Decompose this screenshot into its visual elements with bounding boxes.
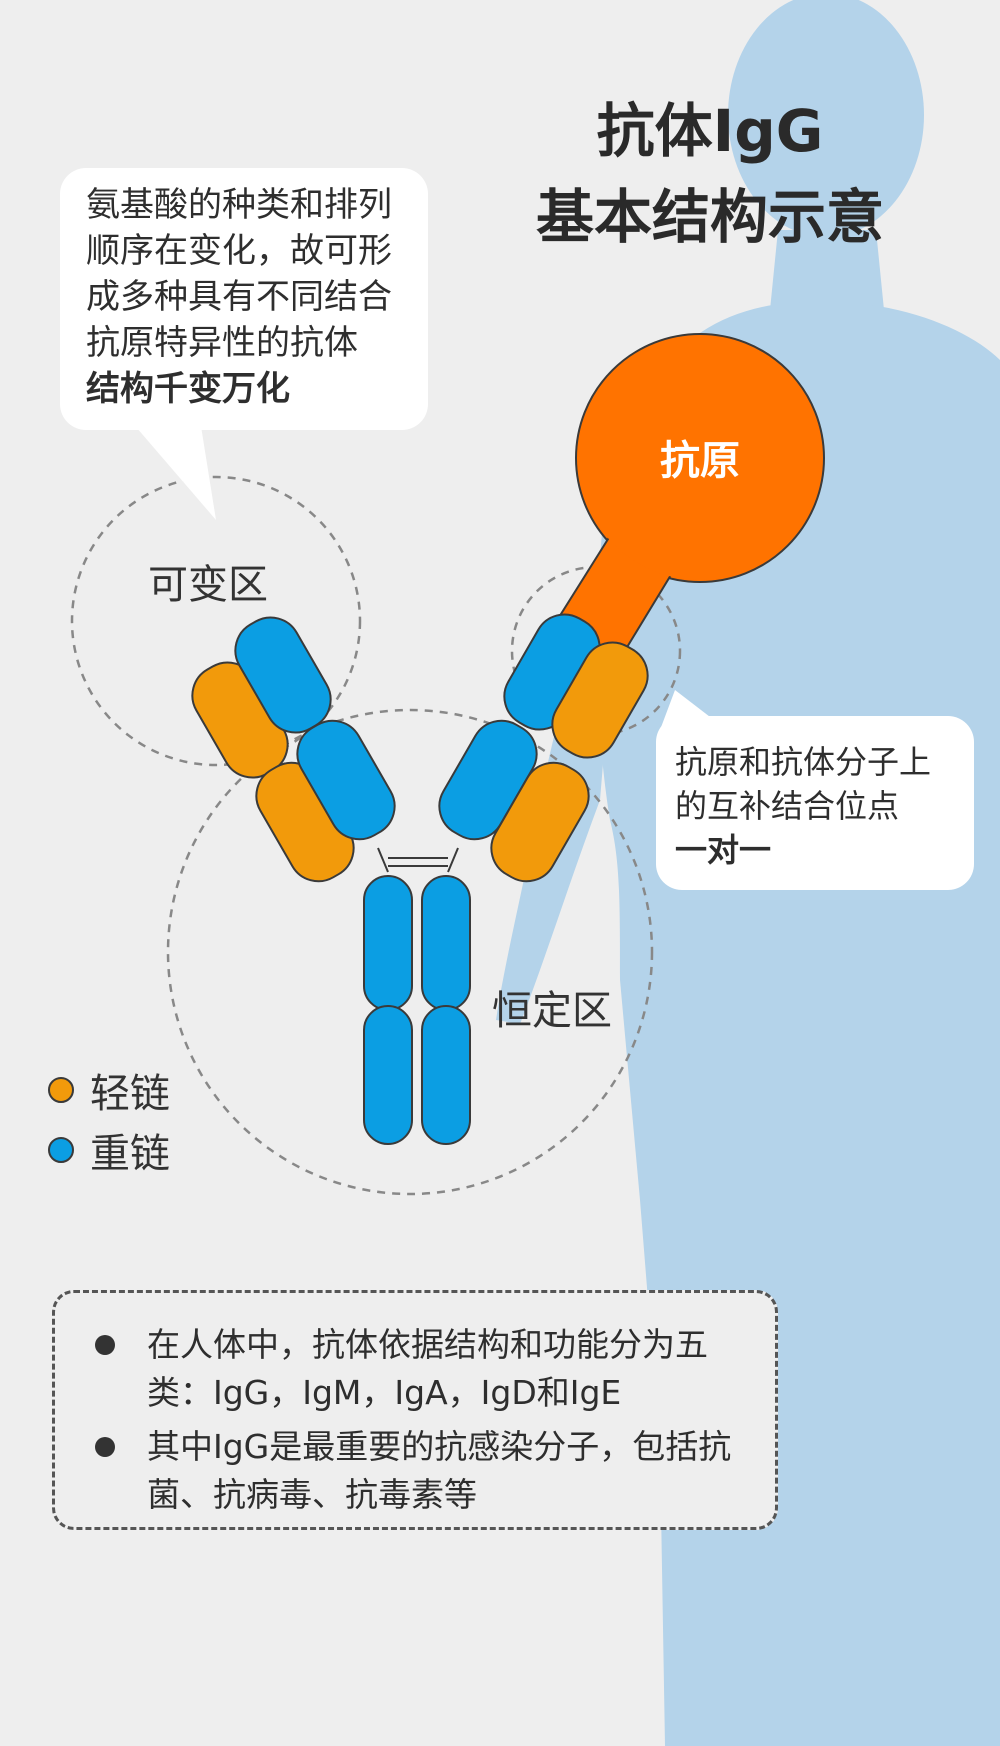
antigen-patch <box>578 336 822 580</box>
legend-label: 重链 <box>90 1131 170 1177</box>
callout-right-bubble <box>656 690 974 890</box>
bullet-icon <box>95 1437 115 1457</box>
variable-region-circle <box>70 475 362 767</box>
constant-region-label: 恒定区 <box>492 988 612 1034</box>
callout-emphasis: 结构千变万化 <box>86 369 290 409</box>
heavy-chain-segment <box>363 875 413 1011</box>
hinge-disulfide-bonds <box>377 847 459 873</box>
left-arm <box>191 616 396 883</box>
legend-item-heavy-chain: 重链 <box>48 1120 170 1180</box>
page-title: 抗体IgG 基本结构示意 <box>470 88 950 260</box>
callout-line: 的互补结合位点 <box>675 787 900 825</box>
notes-box: 在人体中，抗体依据结构和功能分为五类：IgG，IgM，IgA，IgD和IgE 其… <box>52 1290 778 1530</box>
legend: 轻链 重链 <box>48 1060 170 1180</box>
title-line-1: 抗体IgG <box>596 97 824 165</box>
callout-line: 成多种具有不同结合 <box>86 277 392 317</box>
title-line-2: 基本结构示意 <box>535 183 884 251</box>
heavy-chain-dot-icon <box>48 1137 74 1163</box>
callout-emphasis: 一对一 <box>675 831 772 869</box>
heavy-chain-segment <box>296 719 396 841</box>
right-arm <box>438 613 649 883</box>
callout-line: 抗原特异性的抗体 <box>86 323 358 363</box>
callout-right-text: 抗原和抗体分子上 的互补结合位点 一对一 <box>675 740 975 872</box>
callout-left-bubble <box>60 168 428 520</box>
stem <box>363 875 471 1145</box>
heavy-chain-segment <box>421 875 471 1011</box>
bullet-icon <box>95 1335 115 1355</box>
legend-label: 轻链 <box>90 1071 170 1117</box>
antigen-label: 抗原 <box>660 438 740 484</box>
light-chain-segment <box>551 641 649 759</box>
note-item: 在人体中，抗体依据结构和功能分为五类：IgG，IgM，IgA，IgD和IgE <box>95 1321 751 1417</box>
callout-line: 氨基酸的种类和排列 <box>86 185 392 225</box>
note-text: 在人体中，抗体依据结构和功能分为五类：IgG，IgM，IgA，IgD和IgE <box>147 1325 708 1412</box>
note-text: 其中IgG是最重要的抗感染分子，包括抗菌、抗病毒、抗毒素等 <box>147 1427 732 1514</box>
constant-region-circle <box>166 708 654 1196</box>
note-item: 其中IgG是最重要的抗感染分子，包括抗菌、抗病毒、抗毒素等 <box>95 1423 751 1519</box>
heavy-chain-segment <box>363 1005 413 1145</box>
variable-region-label: 可变区 <box>148 562 268 608</box>
callout-line: 抗原和抗体分子上 <box>675 743 932 781</box>
legend-item-light-chain: 轻链 <box>48 1060 170 1120</box>
heavy-chain-segment <box>421 1005 471 1145</box>
light-chain-dot-icon <box>48 1077 74 1103</box>
callout-line: 顺序在变化，故可形 <box>86 231 392 271</box>
light-chain-segment <box>490 761 590 883</box>
callout-left-text: 氨基酸的种类和排列 顺序在变化，故可形 成多种具有不同结合 抗原特异性的抗体 结… <box>86 182 426 412</box>
